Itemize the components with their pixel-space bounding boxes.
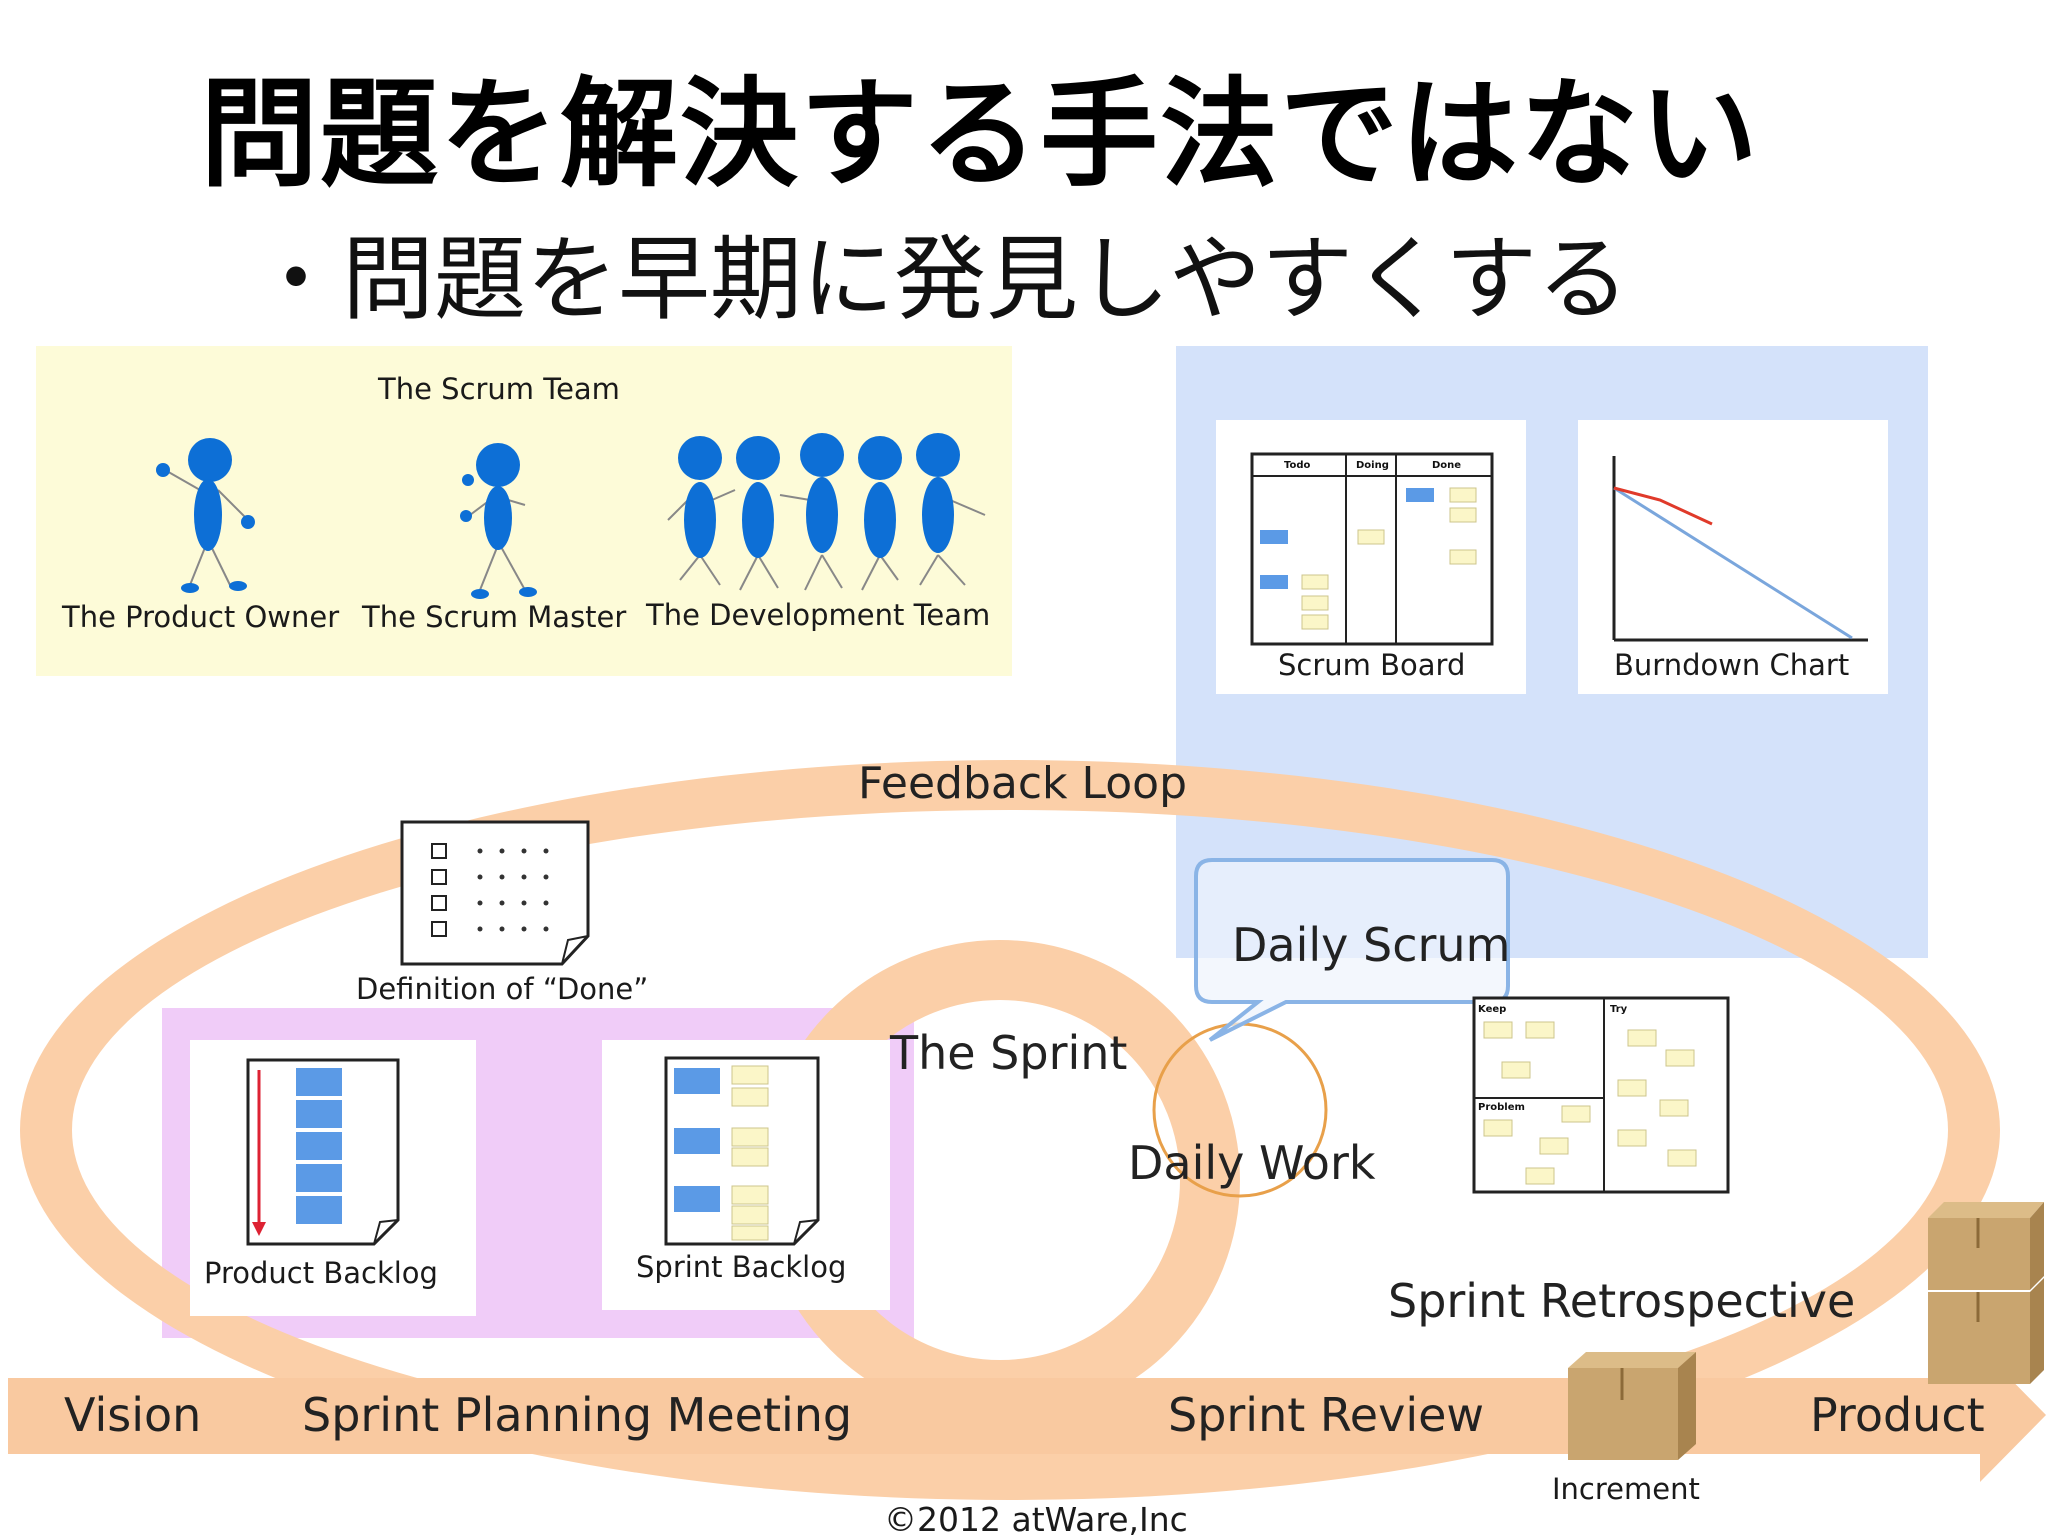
scrum-master-label: The Scrum Master [362,600,627,634]
burndown-chart-image [1578,420,1888,694]
burndown-chart-label: Burndown Chart [1614,648,1850,682]
product-boxes-icon [1928,1202,2044,1384]
scrum-board-col-done: Done [1432,460,1462,471]
sprint-review-label: Sprint Review [1168,1388,1485,1442]
product-backlog-image [190,1040,476,1316]
increment-label: Increment [1552,1472,1700,1506]
development-team-label: The Development Team [646,598,991,632]
scrum-team-heading: The Scrum Team [378,372,620,406]
daily-scrum-label: Daily Scrum [1232,918,1511,972]
feedback-loop-label: Feedback Loop [858,758,1188,809]
daily-work-label: Daily Work [1128,1136,1376,1190]
sprint-backlog-label: Sprint Backlog [636,1250,847,1284]
retro-section-try: Try [1610,1004,1628,1015]
development-team-figures [667,433,986,591]
scrum-board-col-todo: Todo [1284,460,1311,471]
copyright: ©2012 atWare,Inc [884,1500,1188,1539]
sprint-retrospective-label: Sprint Retrospective [1388,1274,1856,1328]
sprint-planning-meeting-label: Sprint Planning Meeting [302,1388,853,1442]
product-owner-figure [156,438,255,593]
product-owner-label: The Product Owner [62,600,340,634]
definition-of-done-label: Definition of “Done” [356,972,649,1006]
scrum-board-label: Scrum Board [1278,648,1466,682]
scrum-master-figure [460,443,537,599]
timeline-arrow [8,1348,2046,1482]
retro-section-problem: Problem [1478,1102,1525,1113]
scrum-board-col-doing: Doing [1356,460,1389,471]
retrospective-board-image [1472,996,1730,1194]
definition-of-done-icon [400,820,590,966]
product-label: Product [1810,1388,1985,1442]
sprint-backlog-image [602,1040,890,1310]
increment-box-icon [1568,1352,1696,1460]
slide-subtitle: ・問題を早期に発見しやすくする [250,226,1630,333]
daily-scrum-bubble [1194,858,1510,1042]
vision-label: Vision [64,1388,202,1442]
the-sprint-label: The Sprint [890,1026,1128,1080]
scrum-board-image [1216,420,1526,694]
slide-title: 問題を解決する手法ではない [200,65,1761,203]
retro-section-keep: Keep [1478,1004,1507,1015]
product-backlog-label: Product Backlog [204,1256,438,1290]
